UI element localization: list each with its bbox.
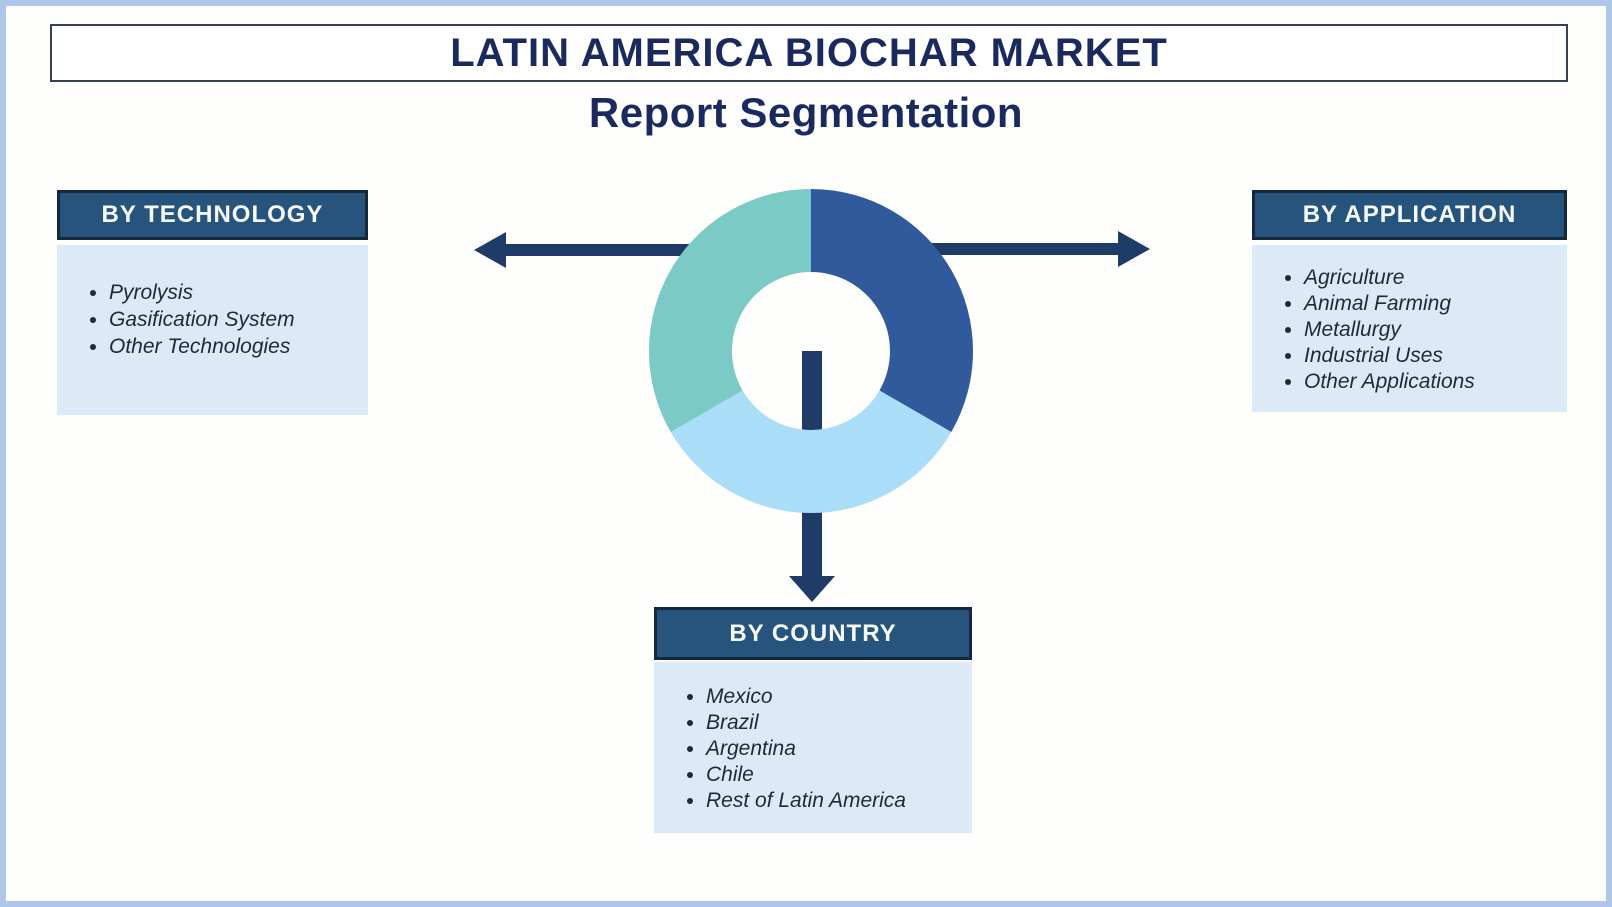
donut-chart: [648, 189, 974, 514]
panel-technology-list: Pyrolysis Gasification System Other Tech…: [57, 245, 368, 415]
country-item: Chile: [706, 762, 964, 788]
technology-item: Pyrolysis: [109, 279, 358, 306]
application-item: Industrial Uses: [1304, 343, 1559, 369]
panel-technology-title: BY TECHNOLOGY: [101, 201, 324, 228]
page-title: LATIN AMERICA BIOCHAR MARKET: [450, 30, 1168, 75]
country-item: Mexico: [706, 684, 964, 710]
panel-application: BY APPLICATION Agriculture Animal Farmin…: [1252, 190, 1567, 412]
country-item: Rest of Latin America: [706, 788, 964, 814]
country-item: Argentina: [706, 736, 964, 762]
donut-segment-light-blue: [670, 390, 952, 514]
application-item: Animal Farming: [1304, 291, 1559, 317]
donut-segment-teal: [648, 189, 811, 432]
technology-item: Gasification System: [109, 306, 358, 333]
application-item: Agriculture: [1304, 265, 1559, 291]
technology-item: Other Technologies: [109, 333, 358, 360]
panel-country-list: Mexico Brazil Argentina Chile Rest of La…: [654, 662, 972, 833]
panel-technology: BY TECHNOLOGY Pyrolysis Gasification Sys…: [57, 190, 368, 415]
panel-country-header: BY COUNTRY: [654, 607, 972, 660]
panel-country-title: BY COUNTRY: [729, 619, 897, 647]
panel-application-header: BY APPLICATION: [1252, 190, 1567, 240]
page-subtitle: Report Segmentation: [588, 89, 1024, 136]
panel-technology-header: BY TECHNOLOGY: [57, 190, 368, 240]
application-item: Other Applications: [1304, 369, 1559, 395]
panel-application-title: BY APPLICATION: [1302, 201, 1517, 228]
country-item: Brazil: [706, 710, 964, 736]
application-item: Metallurgy: [1304, 317, 1559, 343]
title-box: LATIN AMERICA BIOCHAR MARKET: [50, 24, 1568, 82]
donut-segment-blue: [811, 189, 974, 432]
panel-application-list: Agriculture Animal Farming Metallurgy In…: [1252, 245, 1567, 412]
panel-country: BY COUNTRY Mexico Brazil Argentina Chile…: [654, 607, 972, 833]
